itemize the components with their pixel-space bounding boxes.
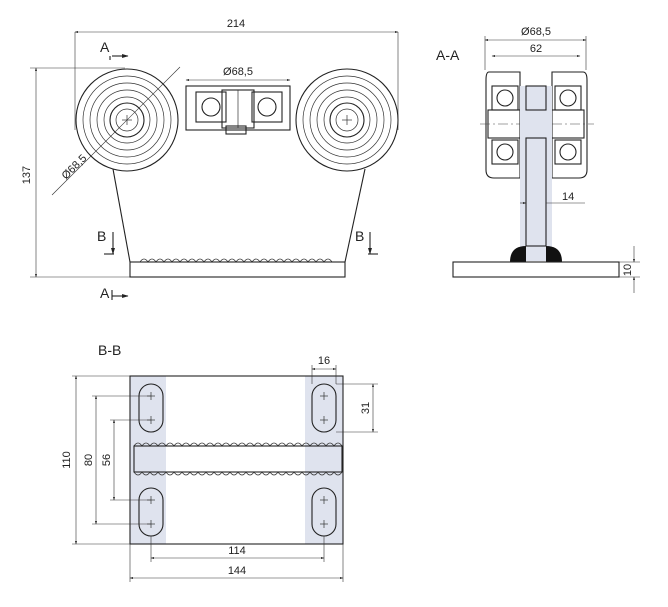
weld-left [510, 246, 526, 262]
right-shade-band [305, 376, 343, 544]
width-dimension-label: 214 [227, 18, 245, 30]
aa-base-plate [452, 261, 620, 278]
left-roller-section [485, 71, 521, 179]
slot-width-label: 16 [318, 355, 330, 367]
left-wheel [75, 68, 179, 172]
height-dimension-label: 137 [21, 166, 33, 184]
bearing-diameter-label: Ø68,5 [223, 66, 253, 78]
section-b-marker-left: B [97, 228, 106, 244]
stem [525, 137, 547, 247]
stem-width-label: 14 [562, 191, 574, 203]
outer-hole-span-label: 80 [83, 454, 95, 466]
stem-shading [520, 86, 552, 261]
bb-plate [129, 375, 344, 545]
base-plate [129, 261, 346, 278]
inner-width-label: 62 [530, 43, 542, 55]
front-view: 214 137 A A B B [21, 18, 399, 301]
left-shade-band [130, 376, 166, 544]
plate-height-label: 110 [61, 451, 73, 469]
right-wheel [295, 68, 399, 172]
section-a-marker-top: A [100, 39, 110, 55]
right-leg [344, 168, 366, 263]
plate-width-label: 144 [228, 565, 246, 577]
outer-diameter-label: Ø68,5 [521, 26, 551, 38]
right-roller-section [551, 71, 588, 179]
weld-bottom [133, 471, 343, 476]
section-aa-title: A-A [436, 47, 460, 63]
center-bearing-block: Ø68,5 [185, 66, 291, 135]
inner-hole-span-label: 56 [101, 454, 113, 466]
weld-right [546, 246, 562, 262]
section-aa-view: A-A Ø68,5 62 14 [436, 26, 640, 293]
left-leg [112, 168, 131, 263]
section-bb-title: B-B [98, 342, 121, 358]
section-b-marker-right: B [355, 228, 364, 244]
horizontal-hole-span-label: 114 [228, 545, 246, 557]
section-a-marker-bottom: A [100, 285, 110, 301]
section-bb-view: B-B [61, 342, 378, 582]
wheel-diameter-leader [51, 66, 181, 196]
slot-top-right [311, 383, 337, 433]
plate-thickness-label: 10 [622, 264, 634, 276]
slot-length-label: 31 [360, 402, 372, 414]
wheel-diameter-label: Ø68,5 [60, 152, 90, 182]
